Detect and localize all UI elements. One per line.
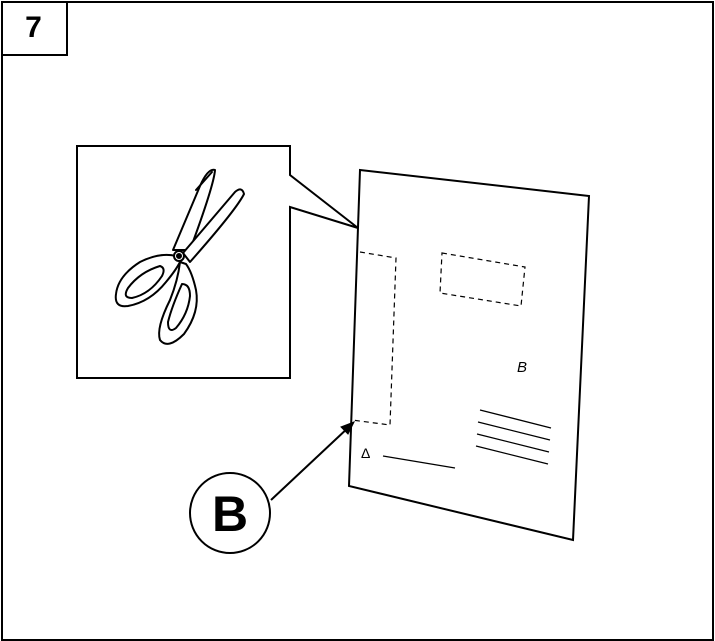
callout-circle [189, 472, 271, 554]
text-lines [475, 409, 552, 465]
paper-sheet [347, 168, 591, 542]
step-number: 7 [1, 1, 68, 56]
callout-label: B [212, 486, 248, 542]
signature-line [382, 455, 456, 469]
cut-strip-dashed [351, 251, 397, 426]
arrow-head [340, 421, 356, 435]
sheet-letter: B [517, 359, 527, 376]
diagram-canvas: B Δ B [76, 145, 591, 554]
dashed-box [439, 252, 526, 307]
scissors-icon [114, 168, 245, 345]
leader-line [270, 425, 351, 501]
magnifier-box [76, 145, 359, 379]
triangle-symbol: Δ [361, 445, 370, 461]
